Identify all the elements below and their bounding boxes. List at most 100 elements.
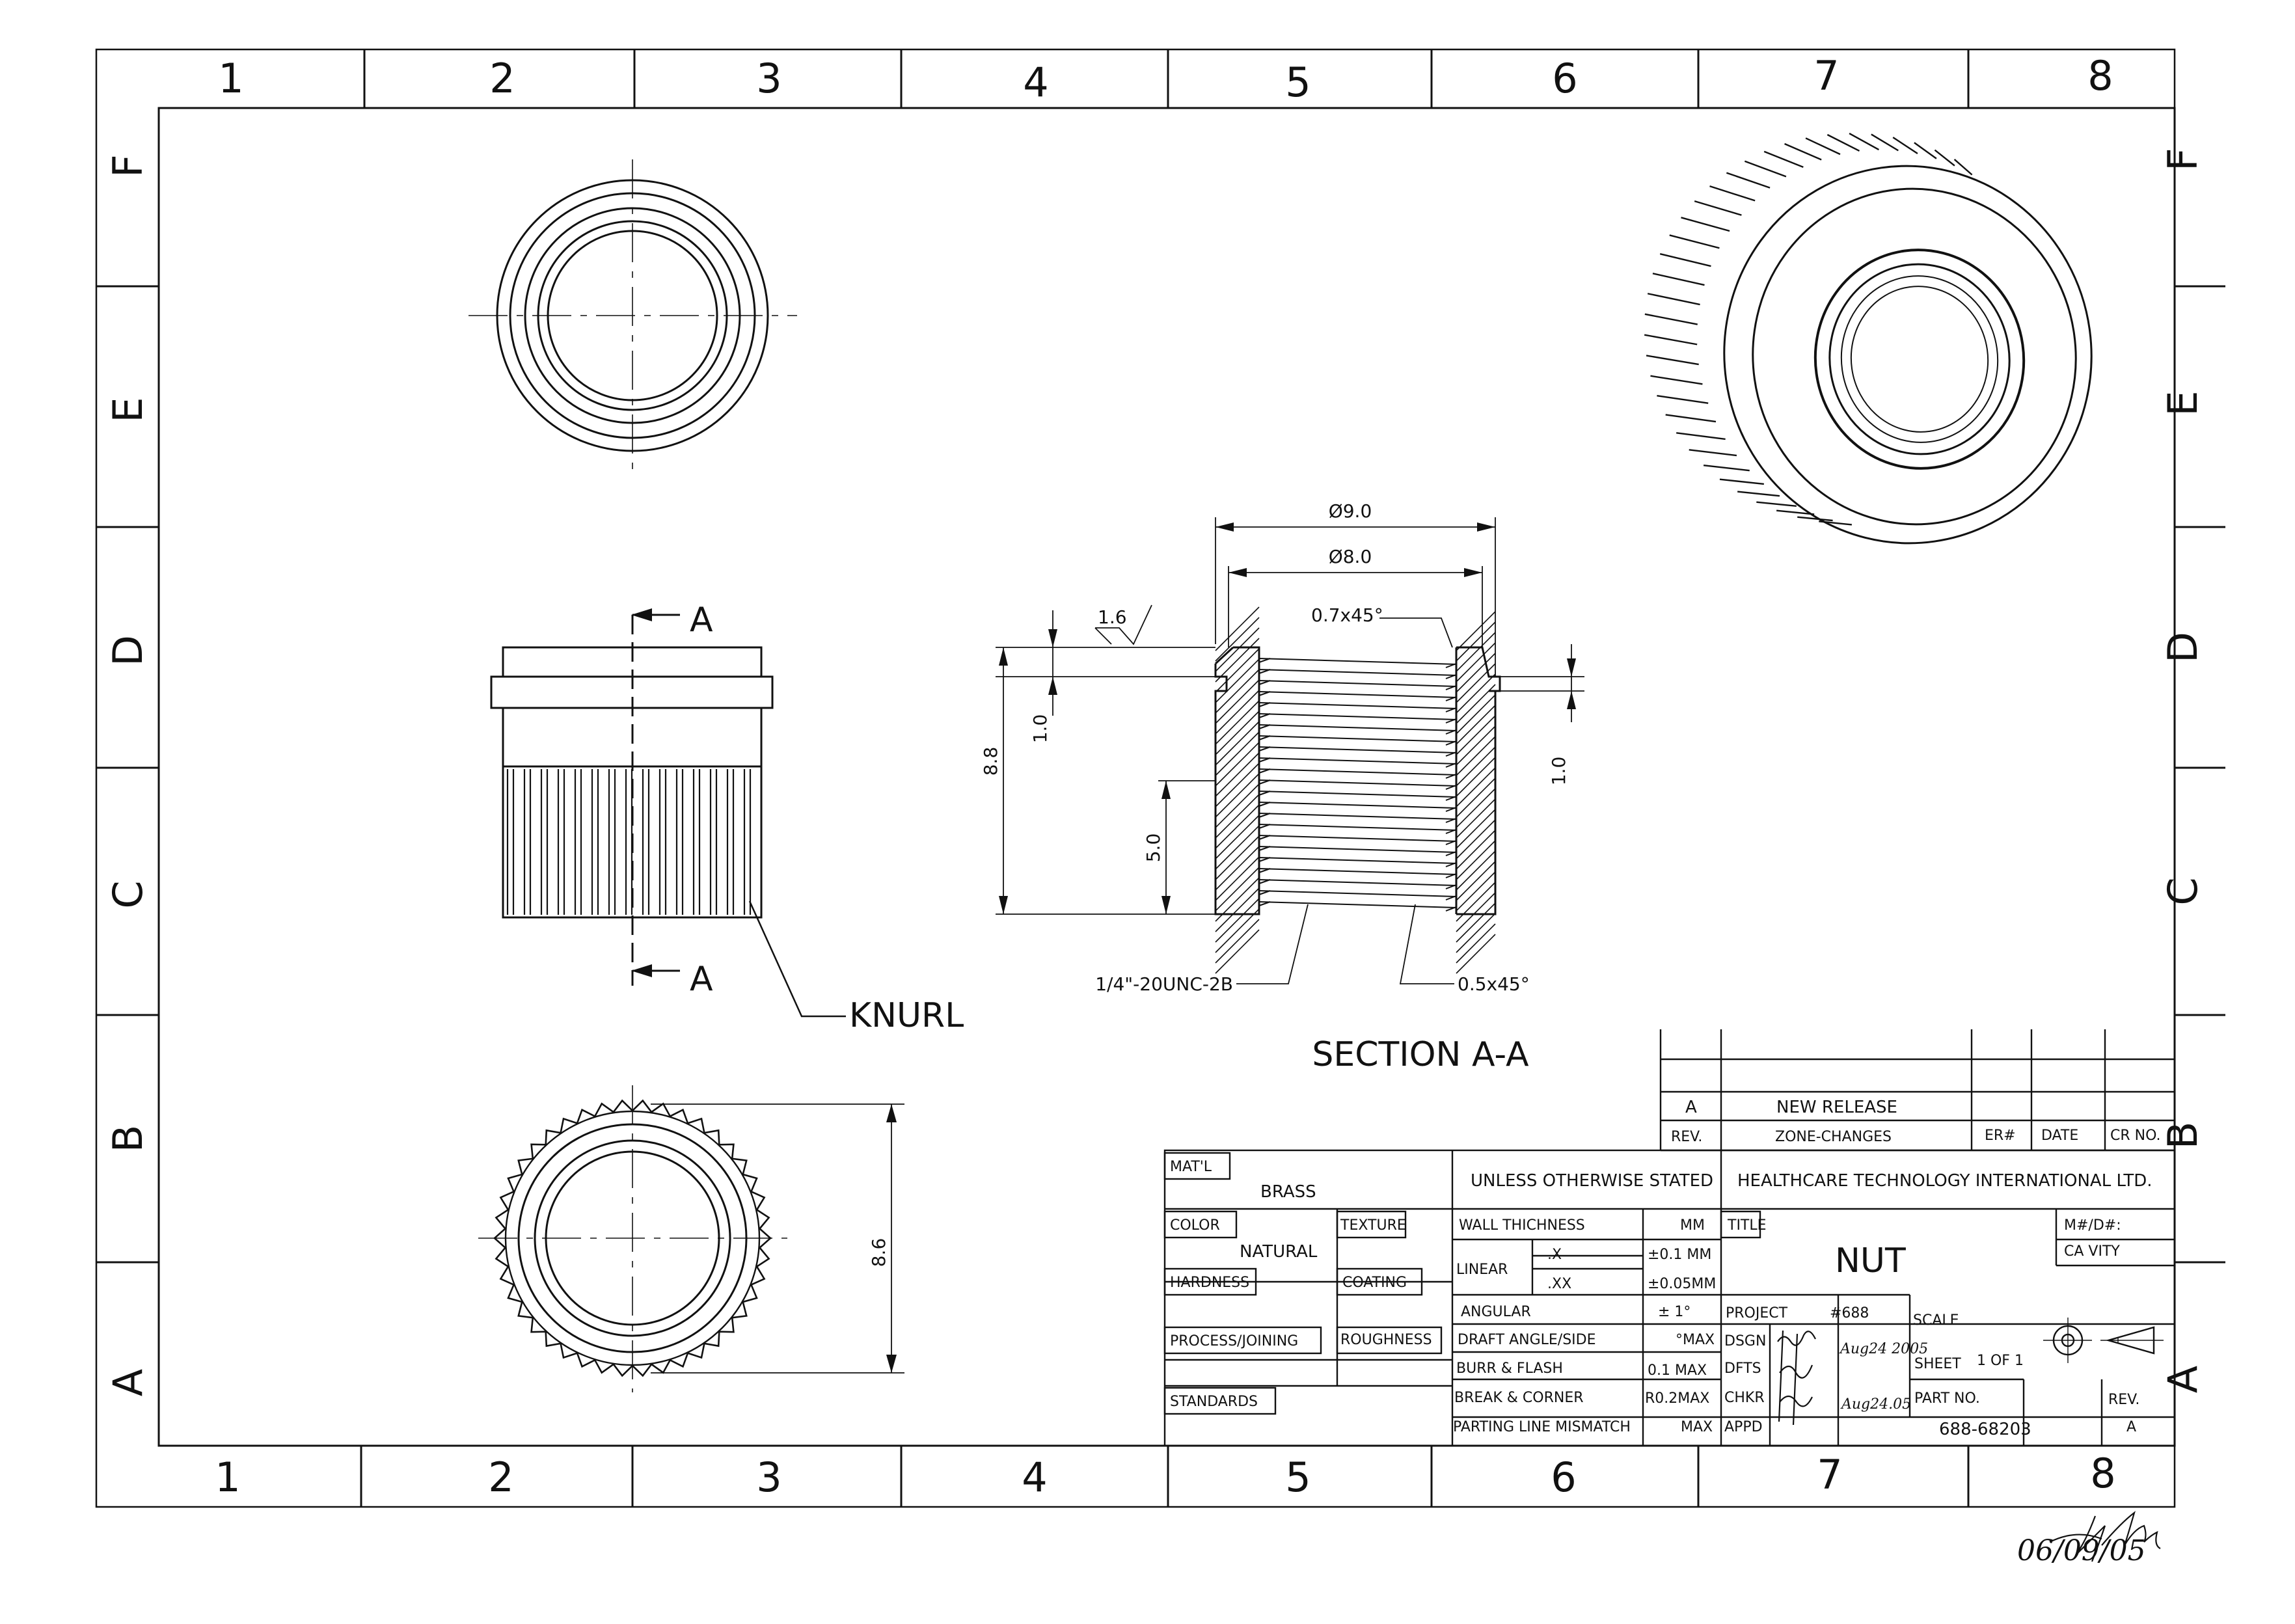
break-corner-label: BREAK & CORNER — [1454, 1390, 1584, 1406]
zone-row-C-left: C — [104, 880, 152, 908]
zone-col-6-top: 6 — [1552, 55, 1577, 102]
zone-col-5-top: 5 — [1285, 59, 1310, 106]
zone-ticks — [96, 49, 2225, 1507]
zone-row-A-right: A — [2159, 1366, 2207, 1393]
standards-label: STANDARDS — [1170, 1394, 1258, 1410]
dim-knurl-dia: 8.6 — [868, 1238, 889, 1267]
draft-angle-max: °MAX — [1676, 1332, 1715, 1348]
dsgn-handwritten-date: Aug24 2005 — [1839, 1341, 1928, 1357]
top-view-centerlines — [469, 159, 797, 472]
appd-label: APPD — [1724, 1419, 1763, 1435]
part-no-label: PART NO. — [1914, 1390, 1980, 1407]
rev-label: REV. — [2108, 1392, 2139, 1408]
zone-row-F-right: F — [2159, 148, 2207, 171]
dim-chamfer-top: 0.7x45° — [1311, 604, 1383, 626]
zone-col-2-bottom: 2 — [488, 1454, 513, 1501]
revision-er-header: ER# — [1985, 1128, 2016, 1144]
revision-cr-header: CR NO. — [2110, 1128, 2161, 1144]
revision-description: NEW RELEASE — [1776, 1098, 1897, 1117]
zone-col-3-bottom: 3 — [756, 1454, 781, 1501]
knurl-label: KNURL — [849, 996, 964, 1035]
section-label-bottom: A — [690, 960, 713, 999]
revision-rev-header: REV. — [1671, 1129, 1702, 1145]
linear-xx: .XX — [1547, 1276, 1571, 1292]
zone-row-D-left: D — [104, 635, 152, 666]
zone-row-A-left: A — [104, 1369, 152, 1396]
zone-col-1-bottom: 1 — [215, 1454, 240, 1501]
sheet-value: 1 OF 1 — [1977, 1353, 2024, 1369]
zone-row-B-right: B — [2159, 1122, 2207, 1150]
revision-date-header: DATE — [2041, 1128, 2078, 1144]
title-label: TITLE — [1727, 1217, 1767, 1234]
zone-col-5-bottom: 5 — [1285, 1454, 1310, 1501]
zone-col-8-top: 8 — [2087, 52, 2113, 100]
texture-label: TEXTURE — [1340, 1217, 1406, 1234]
revision-zone-changes-header: ZONE-CHANGES — [1775, 1129, 1892, 1145]
sheet-label: SHEET — [1914, 1356, 1961, 1372]
dim-lip-right: 1.0 — [1548, 757, 1569, 786]
isometric-knurl-teeth — [1644, 132, 1973, 526]
parting-line-max: MAX — [1681, 1419, 1713, 1435]
wall-thickness-unit: MM — [1680, 1217, 1705, 1234]
section-hatching — [1215, 606, 1496, 974]
zone-row-F-left: F — [104, 154, 152, 178]
dim-chamfer-bottom: 0.5x45° — [1458, 973, 1530, 995]
coating-label: COATING — [1342, 1275, 1407, 1291]
linear-x-tol: ±0.1 MM — [1648, 1247, 1711, 1263]
matl-label: MAT'L — [1170, 1159, 1212, 1175]
parting-line-label: PARTING LINE MISMATCH — [1453, 1419, 1631, 1435]
burr-flash-label: BURR & FLASH — [1456, 1360, 1563, 1377]
rev-value: A — [2126, 1419, 2136, 1435]
linear-label: LINEAR — [1456, 1262, 1508, 1278]
dsgn-label: DSGN — [1724, 1333, 1766, 1349]
isometric-view — [1644, 132, 2093, 545]
dim-height: 8.8 — [980, 747, 1001, 776]
dim-thread: 1/4"-20UNC-2B — [1095, 973, 1233, 995]
zone-row-D-right: D — [2159, 632, 2207, 663]
zone-row-E-right: E — [2159, 390, 2207, 416]
project-label: PROJECT — [1726, 1305, 1788, 1321]
zone-col-4-bottom: 4 — [1022, 1454, 1047, 1501]
title-block — [1163, 1149, 2176, 1447]
unless-stated: UNLESS OTHERWISE STATED — [1471, 1171, 1713, 1191]
title-value: NUT — [1835, 1241, 1906, 1280]
scale-label: SCALE — [1913, 1312, 1959, 1329]
zone-row-E-left: E — [104, 397, 152, 422]
projection-symbol — [2043, 1318, 2164, 1363]
dim-surface-finish: 1.6 — [1098, 606, 1127, 628]
dim-dia-inner: Ø8.0 — [1329, 546, 1372, 567]
zone-col-7-bottom: 7 — [1817, 1451, 1842, 1498]
zone-col-2-top: 2 — [489, 55, 515, 102]
zone-row-labels: F E D C B A F E D C B A — [104, 148, 2207, 1396]
zone-row-B-left: B — [104, 1125, 152, 1153]
footer-handwritten-date: 06/09/05 — [2017, 1534, 2146, 1567]
burr-flash-max: 0.1 MAX — [1648, 1362, 1707, 1379]
cavity-label: CA VITY — [2064, 1243, 2120, 1260]
angular-tol: ± 1° — [1658, 1304, 1691, 1320]
zone-col-6-bottom: 6 — [1551, 1454, 1576, 1501]
zone-col-8-bottom: 8 — [2090, 1450, 2115, 1497]
bottom-view-centerlines — [478, 1085, 787, 1392]
section-view — [996, 517, 1584, 984]
matl-value: BRASS — [1260, 1182, 1316, 1202]
md-label: M#/D#: — [2064, 1217, 2121, 1234]
dim-knurl-height: 5.0 — [1143, 833, 1164, 863]
zone-col-4-top: 4 — [1023, 59, 1048, 106]
color-label: COLOR — [1170, 1217, 1220, 1234]
chkr-handwritten-date: Aug24.05 — [1840, 1396, 1911, 1413]
handwritten-signatures — [1777, 1330, 2161, 1562]
zone-col-1-top: 1 — [218, 55, 243, 102]
dfts-label: DFTS — [1724, 1360, 1761, 1377]
wall-thickness-label: WALL THICHNESS — [1459, 1217, 1585, 1234]
dim-lip-left: 1.0 — [1029, 714, 1051, 744]
zone-col-3-top: 3 — [756, 55, 781, 102]
part-no-value: 688-68203 — [1939, 1420, 2031, 1439]
section-label-top: A — [690, 601, 713, 640]
roughness-label: ROUGHNESS — [1340, 1332, 1432, 1348]
front-view — [490, 608, 846, 1018]
zone-column-labels: 1 2 3 4 5 6 7 8 1 2 3 4 5 6 7 8 — [215, 52, 2115, 1501]
color-value: NATURAL — [1240, 1242, 1318, 1262]
draft-angle-label: DRAFT ANGLE/SIDE — [1458, 1332, 1596, 1348]
angular-label: ANGULAR — [1461, 1304, 1531, 1320]
